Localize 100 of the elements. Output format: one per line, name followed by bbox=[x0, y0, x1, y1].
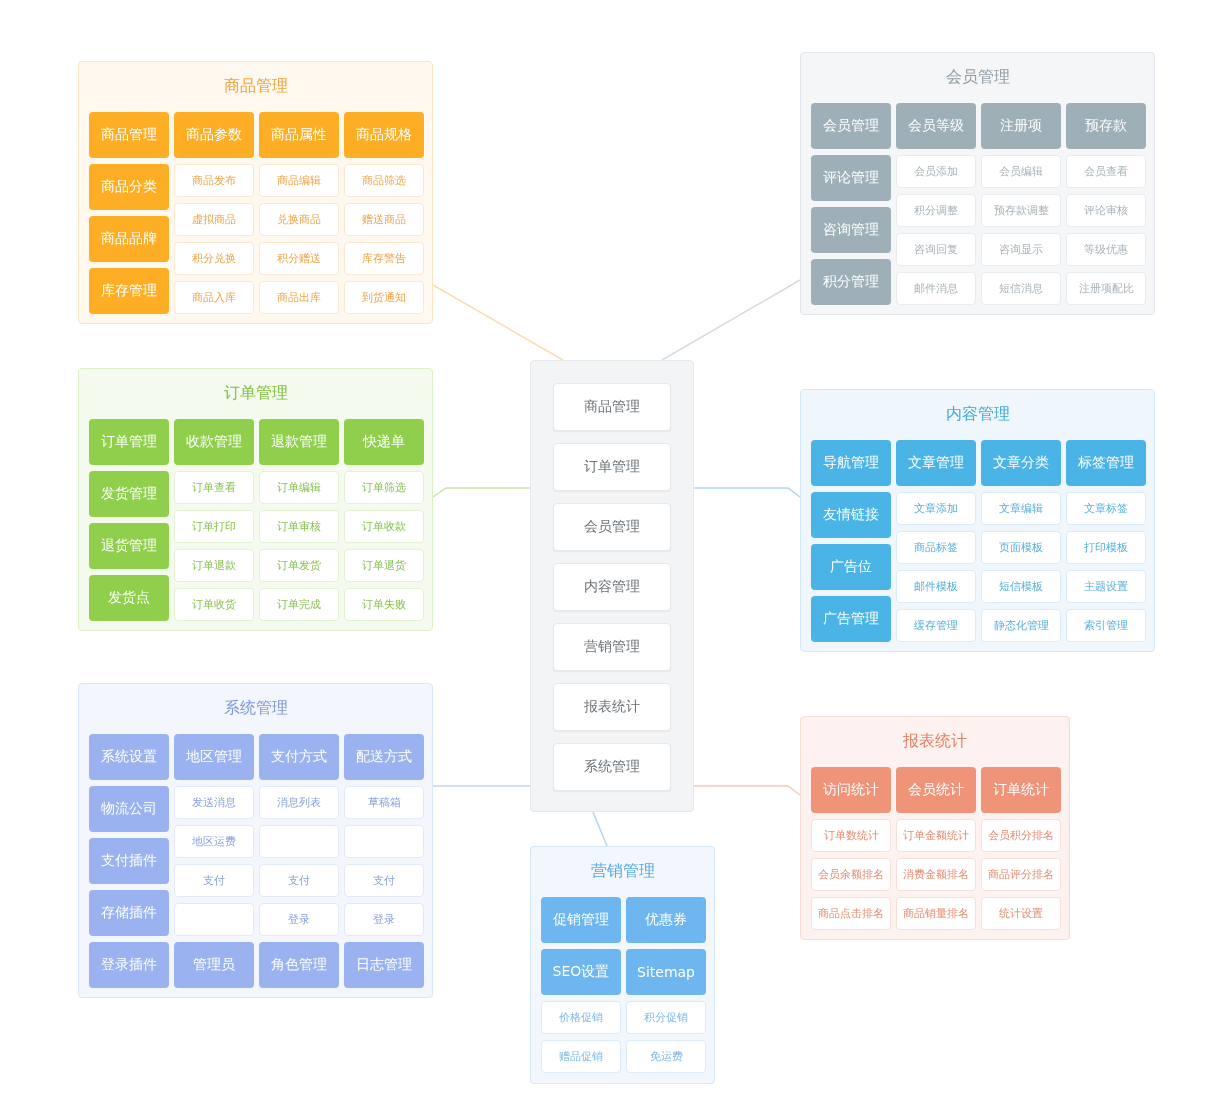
menu-item: 订单打印 bbox=[174, 510, 254, 543]
menu-item: 会员余额排名 bbox=[811, 858, 891, 891]
menu-item: 订单收款 bbox=[344, 510, 424, 543]
menu-item: 商品标签 bbox=[896, 531, 976, 564]
category-panel bbox=[800, 716, 1070, 940]
menu-item: 支付 bbox=[344, 864, 424, 897]
menu-item: 积分赠送 bbox=[259, 242, 339, 275]
menu-item: 会员编辑 bbox=[981, 155, 1061, 188]
menu-tile: 访问统计 bbox=[811, 767, 891, 813]
connector-line bbox=[693, 487, 801, 498]
menu-item: 虚拟商品 bbox=[174, 203, 254, 236]
menu-item: 缓存管理 bbox=[896, 609, 976, 642]
menu-tile: 退款管理 bbox=[259, 419, 339, 465]
menu-item: 订单管理 bbox=[553, 443, 671, 491]
menu-tile: 广告管理 bbox=[811, 596, 891, 642]
category-panel bbox=[78, 368, 433, 631]
menu-tile: 注册项 bbox=[981, 103, 1061, 149]
menu-item: 赠送商品 bbox=[344, 203, 424, 236]
menu-tile: Sitemap bbox=[626, 949, 706, 995]
panel-title: 营销管理 bbox=[589, 861, 656, 882]
menu-item: 支付 bbox=[174, 864, 254, 897]
menu-item: 会员积分排名 bbox=[981, 819, 1061, 852]
menu-tile: 会员统计 bbox=[896, 767, 976, 813]
menu-tile: 预存款 bbox=[1066, 103, 1146, 149]
connector-line bbox=[592, 811, 608, 847]
menu-item: 订单收货 bbox=[174, 588, 254, 621]
menu-tile: 存储插件 bbox=[89, 890, 169, 936]
menu-item: 发送消息 bbox=[174, 786, 254, 819]
menu-tile: 商品属性 bbox=[259, 112, 339, 158]
menu-item: 会员添加 bbox=[896, 155, 976, 188]
menu-item: 文章编辑 bbox=[981, 492, 1061, 525]
menu-tile: 商品管理 bbox=[89, 112, 169, 158]
menu-tile: 配送方式 bbox=[344, 734, 424, 780]
menu-item: 打印模板 bbox=[1066, 531, 1146, 564]
menu-item: 消费金额排名 bbox=[896, 858, 976, 891]
menu-tile: 商品参数 bbox=[174, 112, 254, 158]
menu-tile: 角色管理 bbox=[259, 942, 339, 988]
menu-item: 内容管理 bbox=[553, 563, 671, 611]
panel-title: 报表统计 bbox=[902, 731, 968, 752]
menu-tile: 系统设置 bbox=[89, 734, 169, 780]
menu-item: 咨询回复 bbox=[896, 233, 976, 266]
menu-item: 订单数统计 bbox=[811, 819, 891, 852]
menu-item: 页面模板 bbox=[981, 531, 1061, 564]
category-panel bbox=[800, 389, 1155, 652]
menu-item: 订单退款 bbox=[174, 549, 254, 582]
menu-item: 商品管理 bbox=[553, 383, 671, 431]
menu-item: 短信消息 bbox=[981, 272, 1061, 305]
menu-tile: 商品规格 bbox=[344, 112, 424, 158]
panel-title: 订单管理 bbox=[222, 383, 289, 404]
menu-item: 邮件消息 bbox=[896, 272, 976, 305]
menu-item: 主题设置 bbox=[1066, 570, 1146, 603]
menu-item: 短信模板 bbox=[981, 570, 1061, 603]
menu-item: 邮件模板 bbox=[896, 570, 976, 603]
menu-tile: 评论管理 bbox=[811, 155, 891, 201]
menu-tile: 订单统计 bbox=[981, 767, 1061, 813]
menu-item: 系统管理 bbox=[553, 743, 671, 791]
menu-tile: 日志管理 bbox=[344, 942, 424, 988]
menu-item: 咨询显示 bbox=[981, 233, 1061, 266]
menu-item: 报表统计 bbox=[553, 683, 671, 731]
connector-line bbox=[432, 785, 531, 787]
connector-line bbox=[693, 785, 801, 796]
menu-item: 商品点击排名 bbox=[811, 897, 891, 930]
category-panel bbox=[78, 61, 433, 324]
menu-tile: 地区管理 bbox=[174, 734, 254, 780]
menu-item bbox=[174, 903, 254, 936]
menu-tile: 友情链接 bbox=[811, 492, 891, 538]
menu-item: 会员查看 bbox=[1066, 155, 1146, 188]
menu-item: 统计设置 bbox=[981, 897, 1061, 930]
menu-item: 订单完成 bbox=[259, 588, 339, 621]
menu-item: 注册项配比 bbox=[1066, 272, 1146, 305]
menu-tile: 发货点 bbox=[89, 575, 169, 621]
menu-tile: 退货管理 bbox=[89, 523, 169, 569]
menu-item: 静态化管理 bbox=[981, 609, 1061, 642]
menu-item: 商品发布 bbox=[174, 164, 254, 197]
connector-line bbox=[661, 279, 801, 361]
menu-item: 赠品促销 bbox=[541, 1040, 621, 1073]
menu-item: 索引管理 bbox=[1066, 609, 1146, 642]
menu-tile: 文章管理 bbox=[896, 440, 976, 486]
menu-item: 订单金额统计 bbox=[896, 819, 976, 852]
menu-tile: 标签管理 bbox=[1066, 440, 1146, 486]
panel-title: 系统管理 bbox=[222, 698, 289, 719]
menu-tile: 积分管理 bbox=[811, 259, 891, 305]
connector-line bbox=[432, 487, 531, 498]
menu-item: 商品销量排名 bbox=[896, 897, 976, 930]
menu-item: 免运费 bbox=[626, 1040, 706, 1073]
menu-item: 商品出库 bbox=[259, 281, 339, 314]
menu-item: 订单退货 bbox=[344, 549, 424, 582]
menu-tile: 咨询管理 bbox=[811, 207, 891, 253]
menu-item: 草稿箱 bbox=[344, 786, 424, 819]
menu-item: 地区运费 bbox=[174, 825, 254, 858]
menu-item: 订单筛选 bbox=[344, 471, 424, 504]
connector-line bbox=[432, 284, 564, 361]
menu-item: 消息列表 bbox=[259, 786, 339, 819]
menu-item: 价格促销 bbox=[541, 1001, 621, 1034]
menu-item: 商品入库 bbox=[174, 281, 254, 314]
category-panel bbox=[78, 683, 433, 998]
menu-tile: 文章分类 bbox=[981, 440, 1061, 486]
menu-tile: 商品分类 bbox=[89, 164, 169, 210]
menu-tile: 会员管理 bbox=[811, 103, 891, 149]
menu-item: 订单失败 bbox=[344, 588, 424, 621]
